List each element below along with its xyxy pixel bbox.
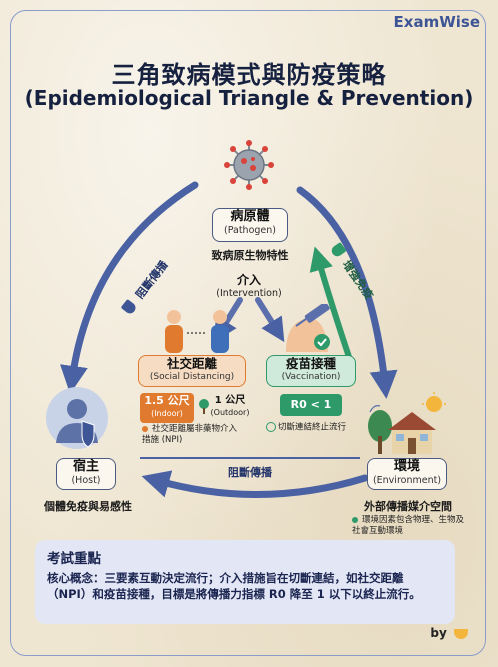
host-person-icon (46, 387, 108, 449)
environment-label: 環境 (393, 459, 420, 474)
indoor-distance-badge: 1.5 公尺 (Indoor) (140, 393, 194, 423)
arrow-enhance-immunity (309, 246, 353, 363)
exam-summary-box: 考試重點 核心概念：三要素互動決定流行；介入措施旨在切斷連結，如社交距離（NPI… (35, 540, 455, 624)
environment-node: 環境 (Environment) (367, 458, 447, 490)
host-node: 宿主 (Host) (56, 458, 116, 490)
r0-badge: R0 < 1 (280, 394, 342, 416)
pathogen-node: 病原體 (Pathogen) (212, 208, 288, 242)
social-distancing-label-en: (Social Distancing) (149, 372, 235, 382)
banana-icon (454, 628, 468, 639)
bullet-icon (352, 516, 358, 523)
pathogen-label-en: (Pathogen) (224, 225, 276, 236)
pathogen-label: 病原體 (230, 209, 270, 224)
vaccine-icon (286, 304, 330, 352)
bullet-icon (142, 425, 148, 432)
title-chinese: 三角致病模式與防疫策略 (111, 61, 387, 89)
environment-note: 環境因素包含物理、生物及社會互動環境 (352, 515, 465, 536)
host-label: 宿主 (72, 459, 99, 474)
byline: by (430, 626, 468, 640)
tree-icon (199, 399, 209, 414)
page-frame (10, 10, 486, 656)
host-label-en: (Host) (71, 475, 101, 486)
people-distancing-icon (165, 310, 229, 353)
environment-label-en: (Environment) (372, 475, 442, 486)
intervention-label: 介入 (Intervention) (216, 273, 282, 299)
outdoor-distance: 1 公尺 (Outdoor) (210, 395, 250, 417)
house-environment-icon (368, 392, 446, 454)
summary-body: 核心概念：三要素互動決定流行；介入措施旨在切斷連結，如社交距離（NPI）和疫苗接… (47, 571, 421, 601)
title-english: (Epidemiological Triangle & Prevention) (24, 86, 474, 110)
social-distancing-box: 社交距離 (Social Distancing) (138, 355, 246, 387)
arrow-environment-to-host (141, 470, 369, 498)
host-description: 個體免疫與易感性 (44, 500, 132, 513)
summary-heading: 考試重點 (47, 551, 101, 567)
brand-logo: ExamWise (393, 13, 480, 31)
vaccination-label-en: (Vaccination) (281, 372, 341, 382)
environment-description: 外部傳播媒介空間 (364, 500, 452, 513)
bottom-arrow-label: 阻斷傳播 (228, 466, 272, 479)
vaccination-box: 疫苗接種 (Vaccination) (266, 355, 356, 387)
vaccination-label: 疫苗接種 (285, 356, 336, 371)
social-distancing-label: 社交距離 (166, 356, 217, 371)
vaccination-note: 切斷連結終止流行 (266, 422, 366, 434)
pathogen-description: 致病原生物特性 (211, 249, 289, 262)
check-icon (266, 422, 276, 432)
arrow-pathogen-to-host (60, 181, 199, 394)
arrow-pathogen-to-environment (296, 186, 398, 399)
virus-icon (224, 140, 274, 190)
npi-note: 社交距離屬非藥物介入措施 (NPI) (142, 424, 238, 445)
